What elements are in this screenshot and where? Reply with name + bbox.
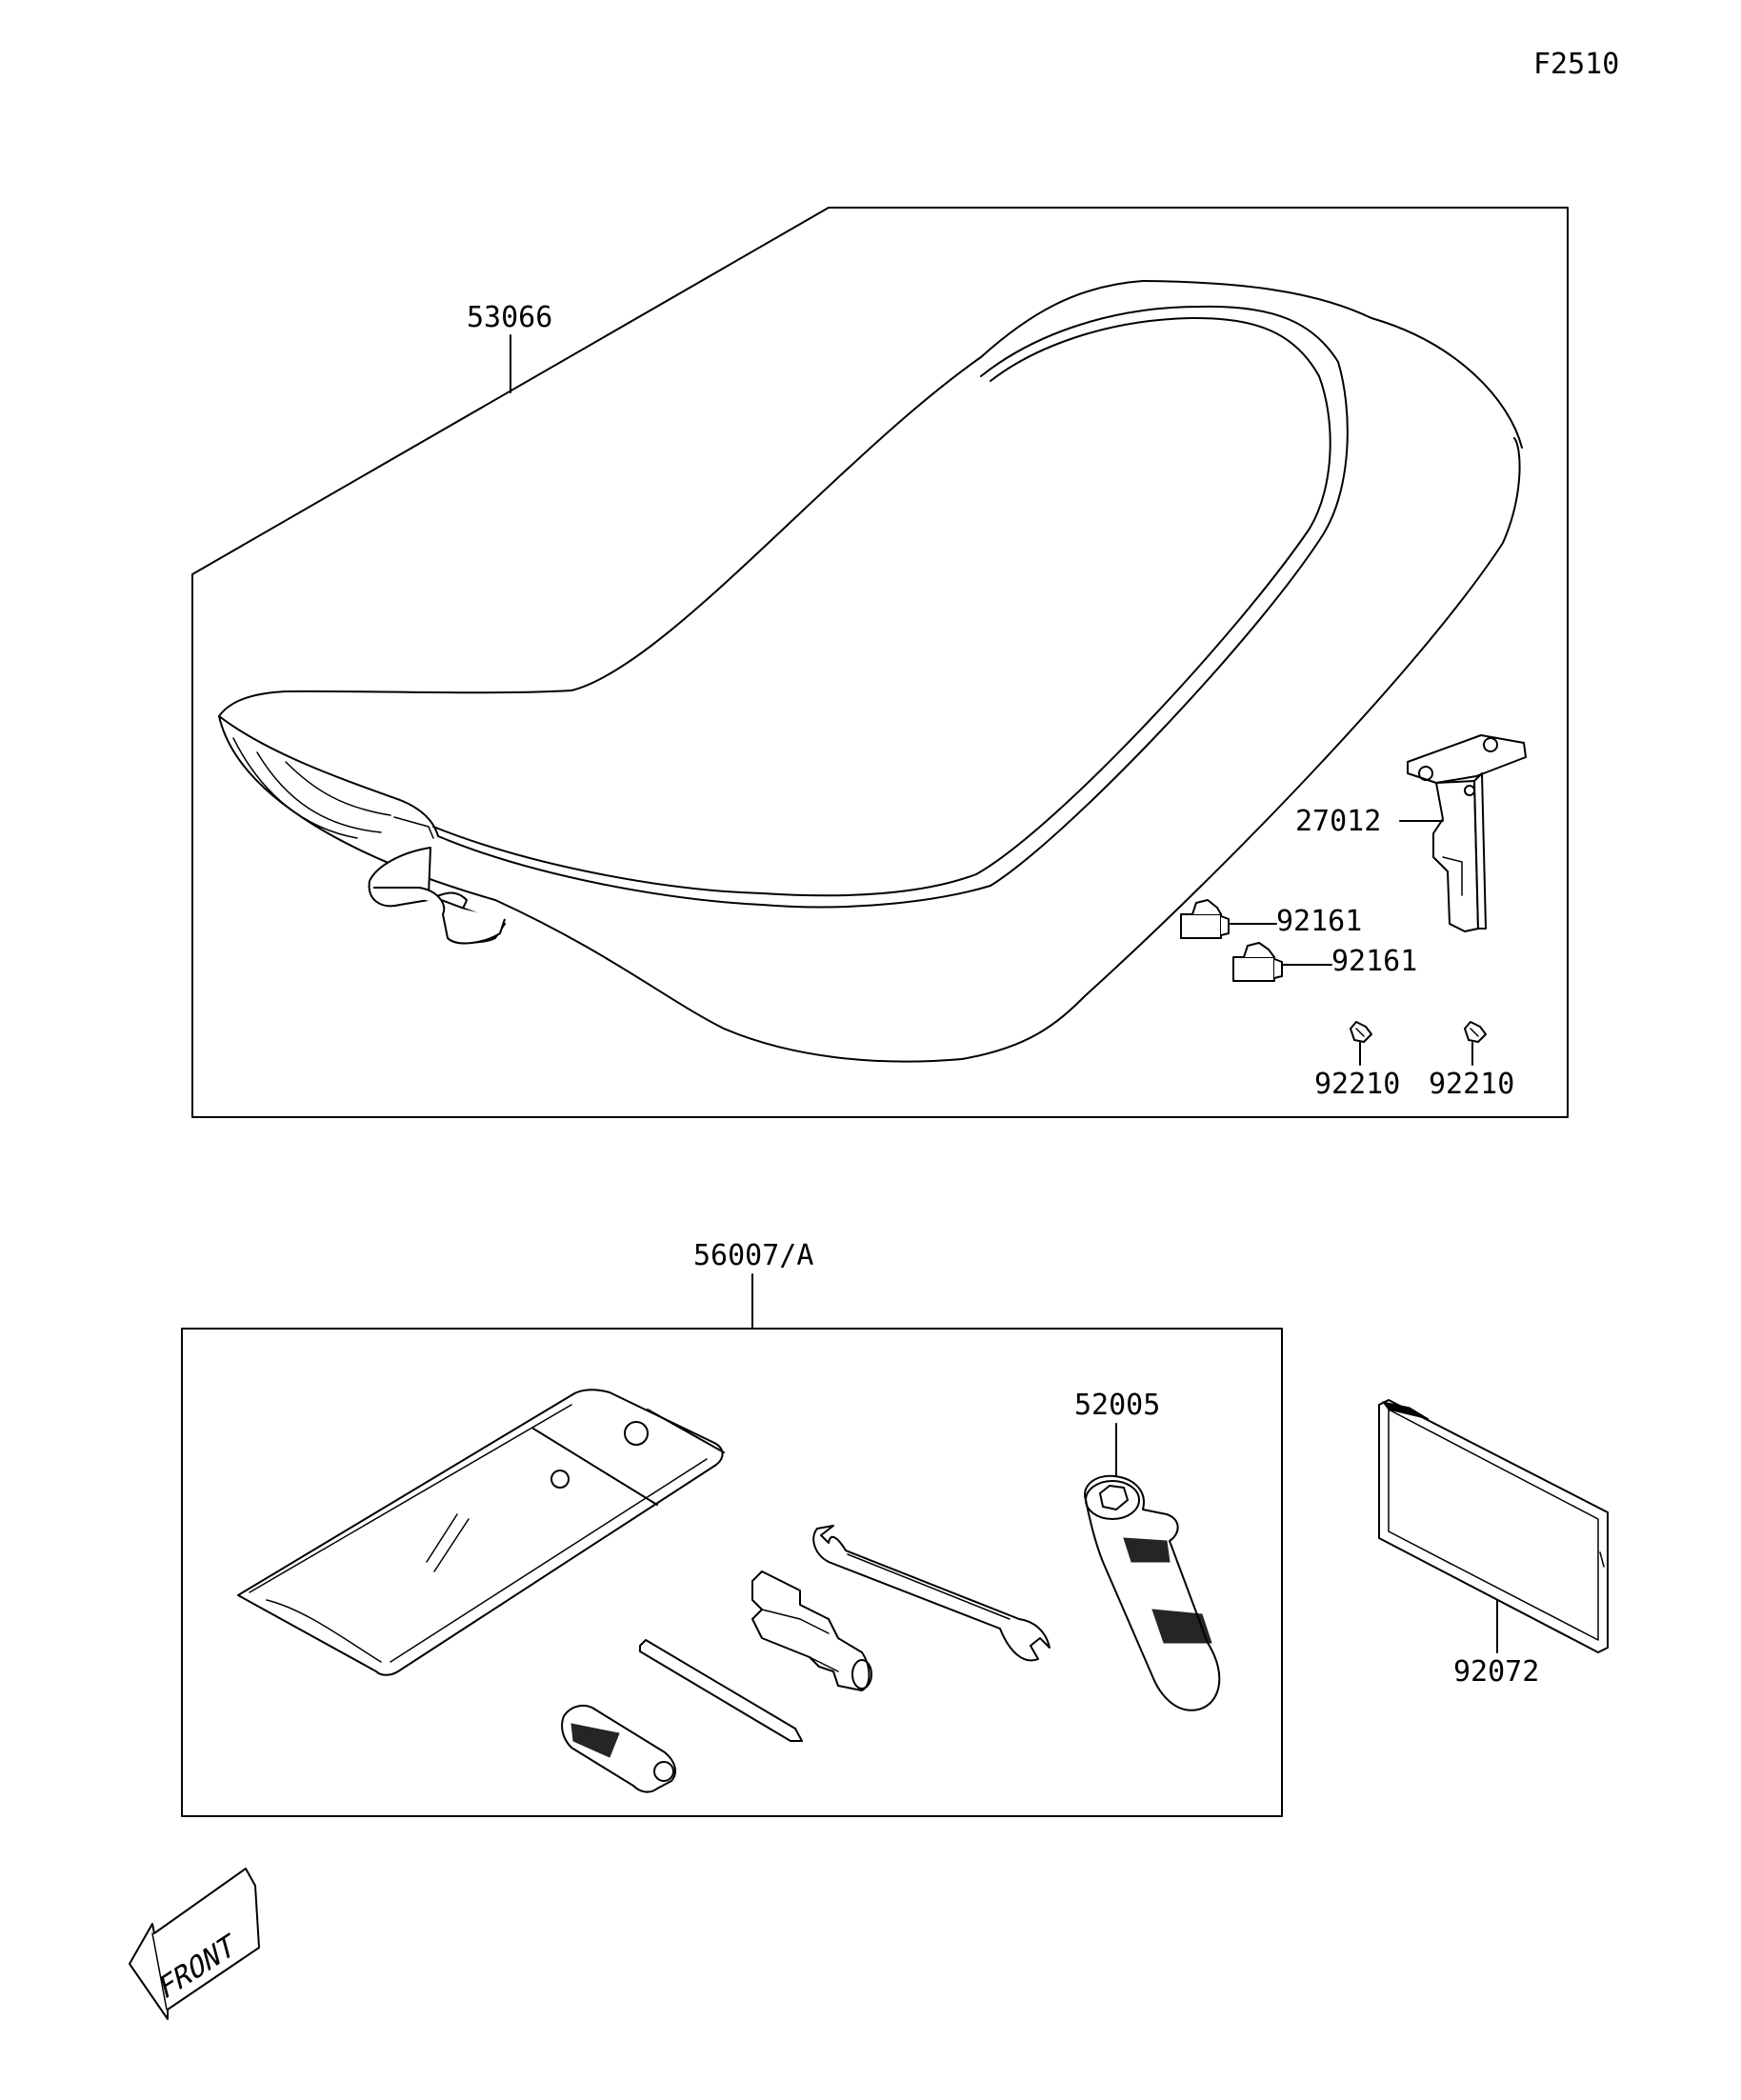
label-92161-1[interactable]: 92161: [1276, 905, 1362, 938]
seat-group-frame: [191, 207, 1569, 1118]
figure-code: F2510: [1533, 48, 1619, 81]
spark-plug-wrench-illustration[interactable]: [1084, 1474, 1221, 1711]
front-arrow-icon: FRONT: [129, 1868, 260, 2020]
tool-pouch-illustration[interactable]: [237, 1389, 725, 1676]
label-52005[interactable]: 52005: [1074, 1389, 1160, 1422]
label-92210-2[interactable]: 92210: [1429, 1068, 1514, 1101]
label-92161-2[interactable]: 92161: [1331, 945, 1417, 978]
seat-illustration[interactable]: [218, 280, 1523, 1063]
open-end-wrench-illustration[interactable]: [812, 1525, 1051, 1662]
seat-bracket-illustration[interactable]: [1407, 734, 1527, 932]
manual-illustration[interactable]: [1378, 1399, 1609, 1653]
label-92072[interactable]: 92072: [1453, 1655, 1539, 1689]
clip-illustration-1[interactable]: [1350, 1021, 1372, 1043]
label-27012[interactable]: 27012: [1295, 805, 1381, 838]
clip-illustration-2[interactable]: [1464, 1021, 1487, 1043]
damper-illustration-2[interactable]: [1232, 942, 1283, 982]
label-92210-1[interactable]: 92210: [1314, 1068, 1400, 1101]
box-wrench-illustration[interactable]: [751, 1570, 872, 1691]
label-53066[interactable]: 53066: [467, 301, 552, 334]
screwdriver-shaft-illustration[interactable]: [639, 1639, 803, 1742]
tool-kit-frame: [181, 1328, 1283, 1817]
damper-illustration-1[interactable]: [1180, 899, 1230, 939]
label-56007-A[interactable]: 56007/A: [693, 1239, 813, 1272]
screwdriver-handle-illustration[interactable]: [561, 1704, 677, 1793]
